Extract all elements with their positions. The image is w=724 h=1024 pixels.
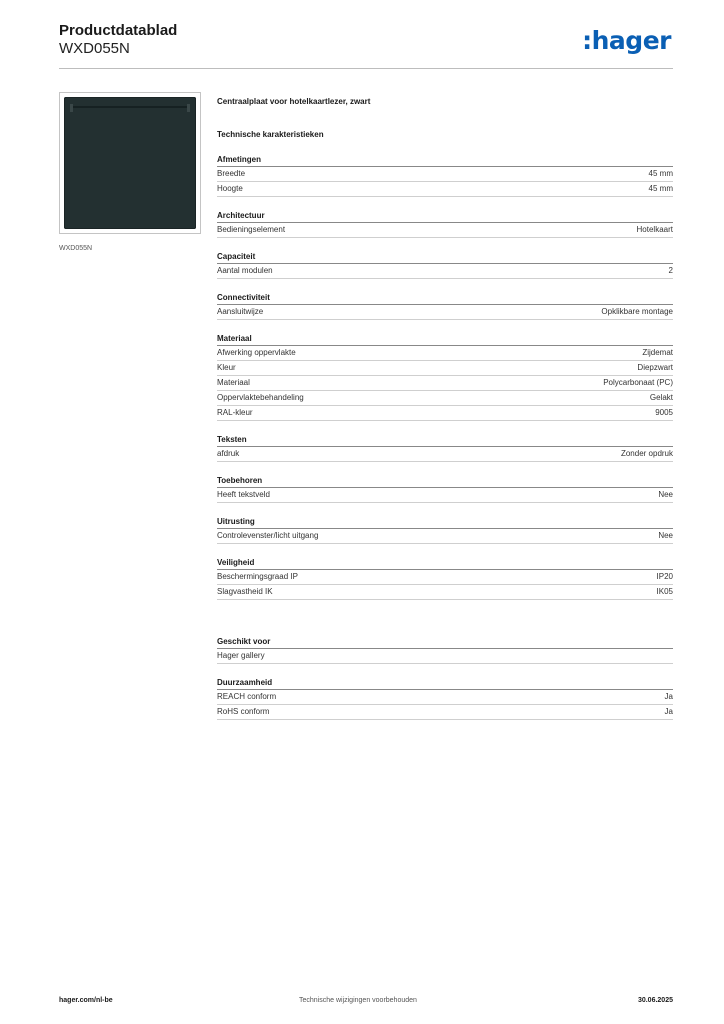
spec-label: Afwerking oppervlakte [217,348,296,357]
page-footer: hager.com/nl-be Technische wijzigingen v… [59,997,673,1009]
spec-section-title: Afmetingen [217,154,673,167]
spec-label: Materiaal [217,378,250,387]
footer-website: hager.com/nl-be [59,997,113,1004]
spec-row: afdruk Zonder opdruk [217,447,673,462]
spec-section-title: Geschikt voor [217,636,673,649]
hager-logo: :hager [582,26,671,55]
spec-label: Aantal modulen [217,266,273,275]
plate-tab-right [187,104,190,112]
spec-label: Kleur [217,363,236,372]
spec-label: Aansluitwijze [217,307,264,316]
spec-row: Beschermingsgraad IP IP20 [217,570,673,585]
spec-label: Breedte [217,169,246,178]
spec-row: Breedte 45 mm [217,167,673,182]
spec-row: RoHS conform Ja [217,705,673,720]
spec-value: IK05 [656,587,673,596]
spec-section-title: Teksten [217,434,673,447]
spec-value: Polycarbonaat (PC) [603,378,673,387]
spec-label: RoHS conform [217,707,270,716]
spec-label: Hoogte [217,184,243,193]
spec-row: Materiaal Polycarbonaat (PC) [217,376,673,391]
spec-value: 2 [668,266,673,275]
spec-label: Beschermingsgraad IP [217,572,298,581]
spec-value: Ja [664,707,673,716]
product-image [59,92,201,234]
page-header: Productdatablad WXD055N :hager [59,22,673,68]
product-image-caption: WXD055N [59,245,93,252]
spec-label: REACH conform [217,692,277,701]
spec-value: Zijdemat [642,348,673,357]
spec-row: Hoogte 45 mm [217,182,673,197]
spec-value: Diepzwart [637,363,673,372]
spec-row: Afwerking oppervlakte Zijdemat [217,346,673,361]
spec-value: Ja [664,692,673,701]
spec-row: Slagvastheid IK IK05 [217,585,673,600]
spec-label: afdruk [217,449,240,458]
spec-row: RAL-kleur 9005 [217,406,673,421]
footer-date: 30.06.2025 [637,997,673,1004]
page-title: Productdatablad [59,22,178,39]
product-description: Centraalplaat voor hotelkaartlezer, zwar… [217,97,371,106]
spec-label: Controlevenster/licht uitgang [217,531,319,540]
spec-value: Nee [658,531,673,540]
spec-label: Heeft tekstveld [217,490,270,499]
spec-label: Slagvastheid IK [217,587,273,596]
plate-tab-left [70,104,73,112]
header-divider [59,68,673,69]
spec-value: 45 mm [648,169,673,178]
spec-label: RAL-kleur [217,408,253,417]
spec-value: Nee [658,490,673,499]
spec-row: Oppervlaktebehandeling Gelakt [217,391,673,406]
spec-row: REACH conform Ja [217,690,673,705]
spec-row: Kleur Diepzwart [217,361,673,376]
spec-section-title: Veiligheid [217,557,673,570]
spec-value: 45 mm [648,184,673,193]
spec-value: Hotelkaart [636,225,673,234]
spec-label: Bedieningselement [217,225,286,234]
spec-content: Centraalplaat voor hotelkaartlezer, zwar… [217,96,673,720]
spec-value: Gelakt [649,393,673,402]
spec-value: 9005 [655,408,673,417]
spec-label: Hager gallery [217,651,265,660]
spec-value: Opklikbare montage [601,307,673,316]
spec-row: Controlevenster/licht uitgang Nee [217,529,673,544]
spec-section-title: Toebehoren [217,475,673,488]
footer-disclaimer: Technische wijzigingen voorbehouden [299,997,417,1004]
central-plate-image [64,97,196,229]
technical-characteristics-title: Technische karakteristieken [217,130,324,139]
card-slot [73,106,187,108]
spec-row: Heeft tekstveld Nee [217,488,673,503]
spec-section-title: Connectiviteit [217,292,673,305]
spec-row: Aansluitwijze Opklikbare montage [217,305,673,320]
spec-section-title: Materiaal [217,333,673,346]
spec-row: Hager gallery [217,649,673,664]
spec-section-title: Uitrusting [217,516,673,529]
spec-section-title: Duurzaamheid [217,677,673,690]
spec-section-title: Capaciteit [217,251,673,264]
spec-value: Zonder opdruk [620,449,673,458]
product-code: WXD055N [59,40,130,57]
spec-value: IP20 [656,572,673,581]
spec-section: Teksten afdruk Zonder opdruk [217,434,673,462]
spec-row: Bedieningselement Hotelkaart [217,223,673,238]
spec-label: Oppervlaktebehandeling [217,393,304,402]
spec-section-title: Architectuur [217,210,673,223]
spec-row: Aantal modulen 2 [217,264,673,279]
